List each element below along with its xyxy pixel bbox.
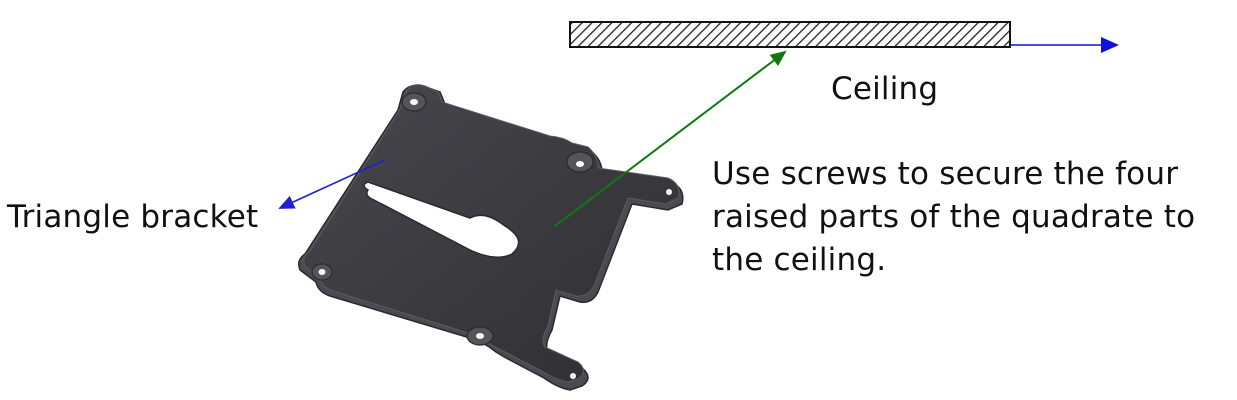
instruction-line-2: raised parts of the quadrate to	[712, 199, 1196, 235]
instruction-line-1: Use screws to secure the four	[712, 156, 1179, 192]
instruction-line-3: the ceiling.	[712, 242, 887, 278]
triangle-bracket-label: Triangle bracket	[7, 199, 259, 235]
screw-direction-arrow	[554, 50, 787, 227]
mounting-plate-icon	[298, 84, 684, 391]
ceiling-bar-icon	[569, 21, 1011, 48]
bracket-arrow	[278, 159, 386, 209]
ceiling-label: Ceiling	[831, 71, 939, 107]
instruction-text: Use screws to secure the four raised par…	[712, 153, 1232, 282]
